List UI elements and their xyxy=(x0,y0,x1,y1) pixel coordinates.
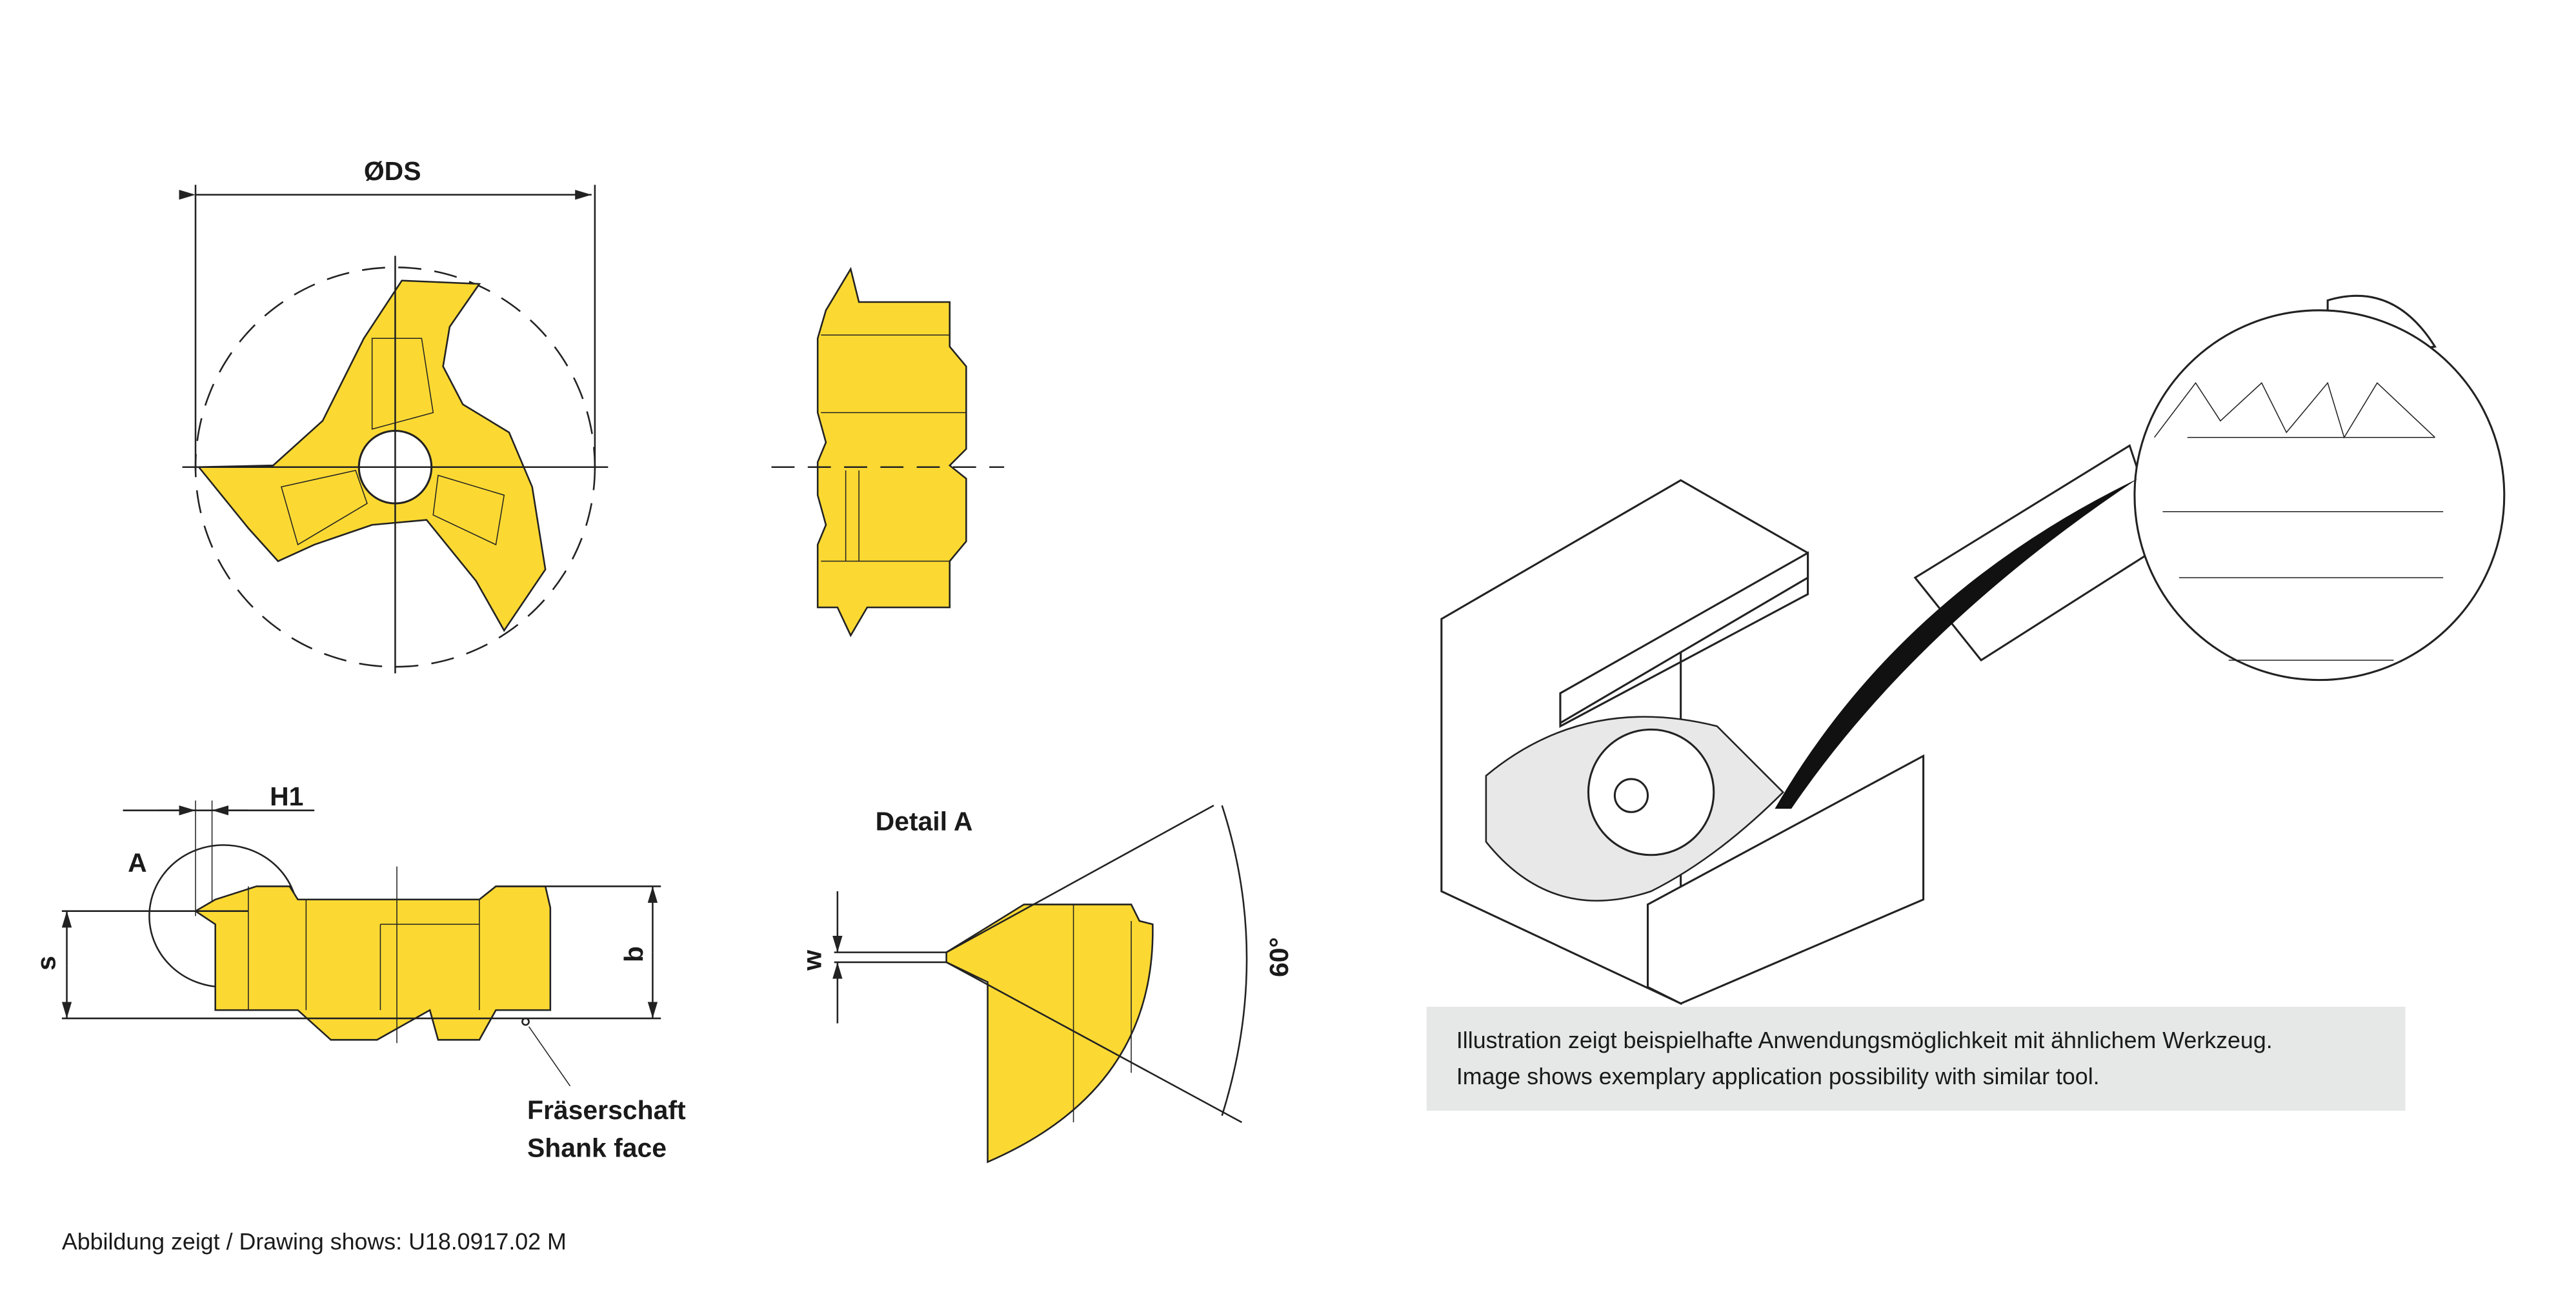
h1-label: H1 xyxy=(270,782,303,811)
shank-label-de: Fräserschaft xyxy=(527,1095,686,1125)
shank-label-en: Shank face xyxy=(527,1133,667,1163)
w-label: w xyxy=(797,950,827,971)
detail-marker-label: A xyxy=(128,847,147,877)
note-line-en: Image shows exemplary application possib… xyxy=(1456,1064,2100,1089)
insert-profile-view xyxy=(61,800,661,1087)
note-line-de: Illustration zeigt beispielhafte Anwendu… xyxy=(1456,1027,2273,1053)
insert-side-view xyxy=(771,267,1005,638)
insert-face-view xyxy=(179,185,609,674)
detail-title: Detail A xyxy=(876,806,973,836)
drawing-caption: Abbildung zeigt / Drawing shows: U18.091… xyxy=(62,1229,567,1255)
s-label: s xyxy=(32,956,61,971)
angle-label: 60° xyxy=(1264,937,1294,977)
application-illustration xyxy=(1440,294,2506,1006)
illustration-note-box xyxy=(1426,1007,2406,1111)
b-label: b xyxy=(619,946,649,962)
detail-a-view xyxy=(832,804,1248,1164)
diameter-label: ØDS xyxy=(364,156,421,186)
